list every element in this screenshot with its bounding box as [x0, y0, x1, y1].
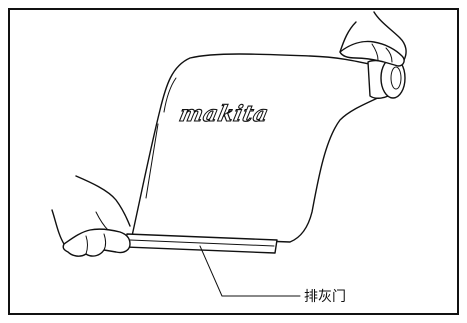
brand-logo: makita [177, 101, 271, 127]
right-hand [339, 11, 407, 67]
dust-bag [131, 53, 383, 243]
callout-label-dust-door: 排灰门 [304, 289, 346, 305]
dust-door [124, 233, 278, 254]
left-hand [51, 175, 131, 257]
callout-leader-line [199, 245, 301, 297]
